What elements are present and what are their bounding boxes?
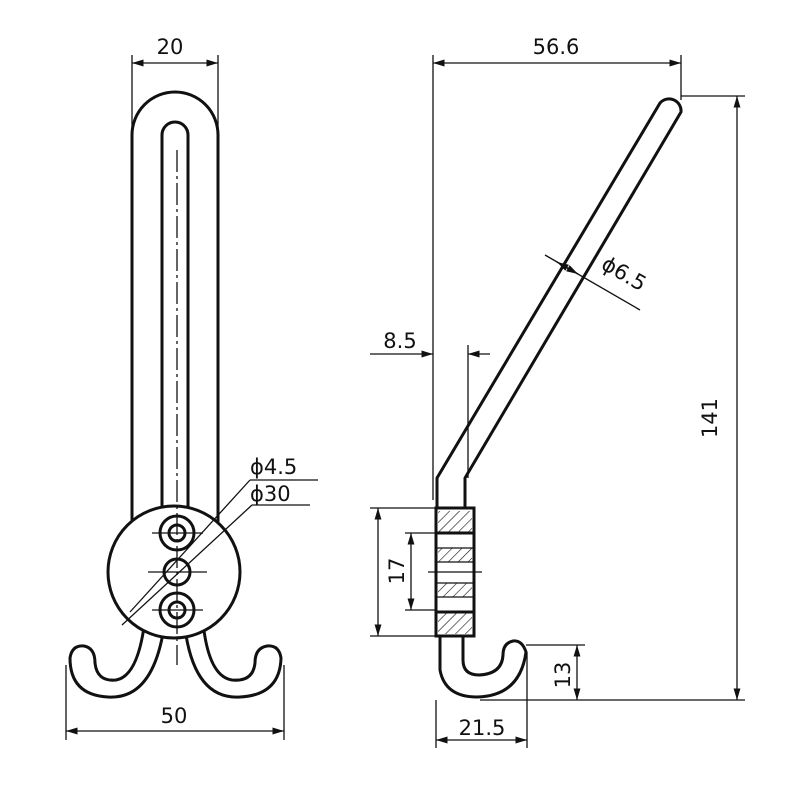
dim-label-hook-depth: 21.5 <box>459 716 506 740</box>
dimension-hook-depth: 21.5 <box>435 652 528 748</box>
dim-label-hook-height: 13 <box>551 662 575 689</box>
dimension-offset: 8.5 <box>370 329 490 478</box>
dim-label-offset: 8.5 <box>383 329 416 353</box>
dimension-overall-depth: 56.6 <box>432 35 682 500</box>
dim-label-plate-height: 17 <box>385 558 409 585</box>
side-hook <box>438 634 528 699</box>
front-rod-outer <box>130 90 220 542</box>
front-holes <box>148 514 207 629</box>
front-left-hook-arm <box>68 608 167 699</box>
dim-label-overall-height: 141 <box>698 398 722 438</box>
dimension-bottom-width: 50 <box>65 665 285 740</box>
dim-label-overall-depth: 56.6 <box>533 35 580 59</box>
dim-label-hole-diameter: ϕ4.5 <box>250 455 297 479</box>
dimension-hook-height: 13 <box>526 644 585 700</box>
dim-label-bottom-width: 50 <box>161 704 188 728</box>
front-view: 20 50 ϕ4.5 ϕ30 <box>65 35 318 740</box>
dimension-top-width: 20 <box>131 35 219 128</box>
dimension-plate-height: 17 <box>370 507 436 637</box>
side-view: 56.6 ϕ6.5 8.5 141 <box>370 35 745 748</box>
front-rod-inner <box>160 120 190 542</box>
side-mounting-plate <box>428 506 482 638</box>
dimension-diameter-leaders: ϕ4.5 ϕ30 <box>121 455 318 626</box>
dim-label-top-width: 20 <box>157 35 184 59</box>
dimension-overall-height: 141 <box>480 95 745 701</box>
side-rod <box>435 97 683 510</box>
dimension-rod-diameter: ϕ6.5 <box>544 252 650 311</box>
front-right-hook-arm <box>182 608 283 699</box>
dim-label-disc-diameter: ϕ30 <box>250 482 291 506</box>
